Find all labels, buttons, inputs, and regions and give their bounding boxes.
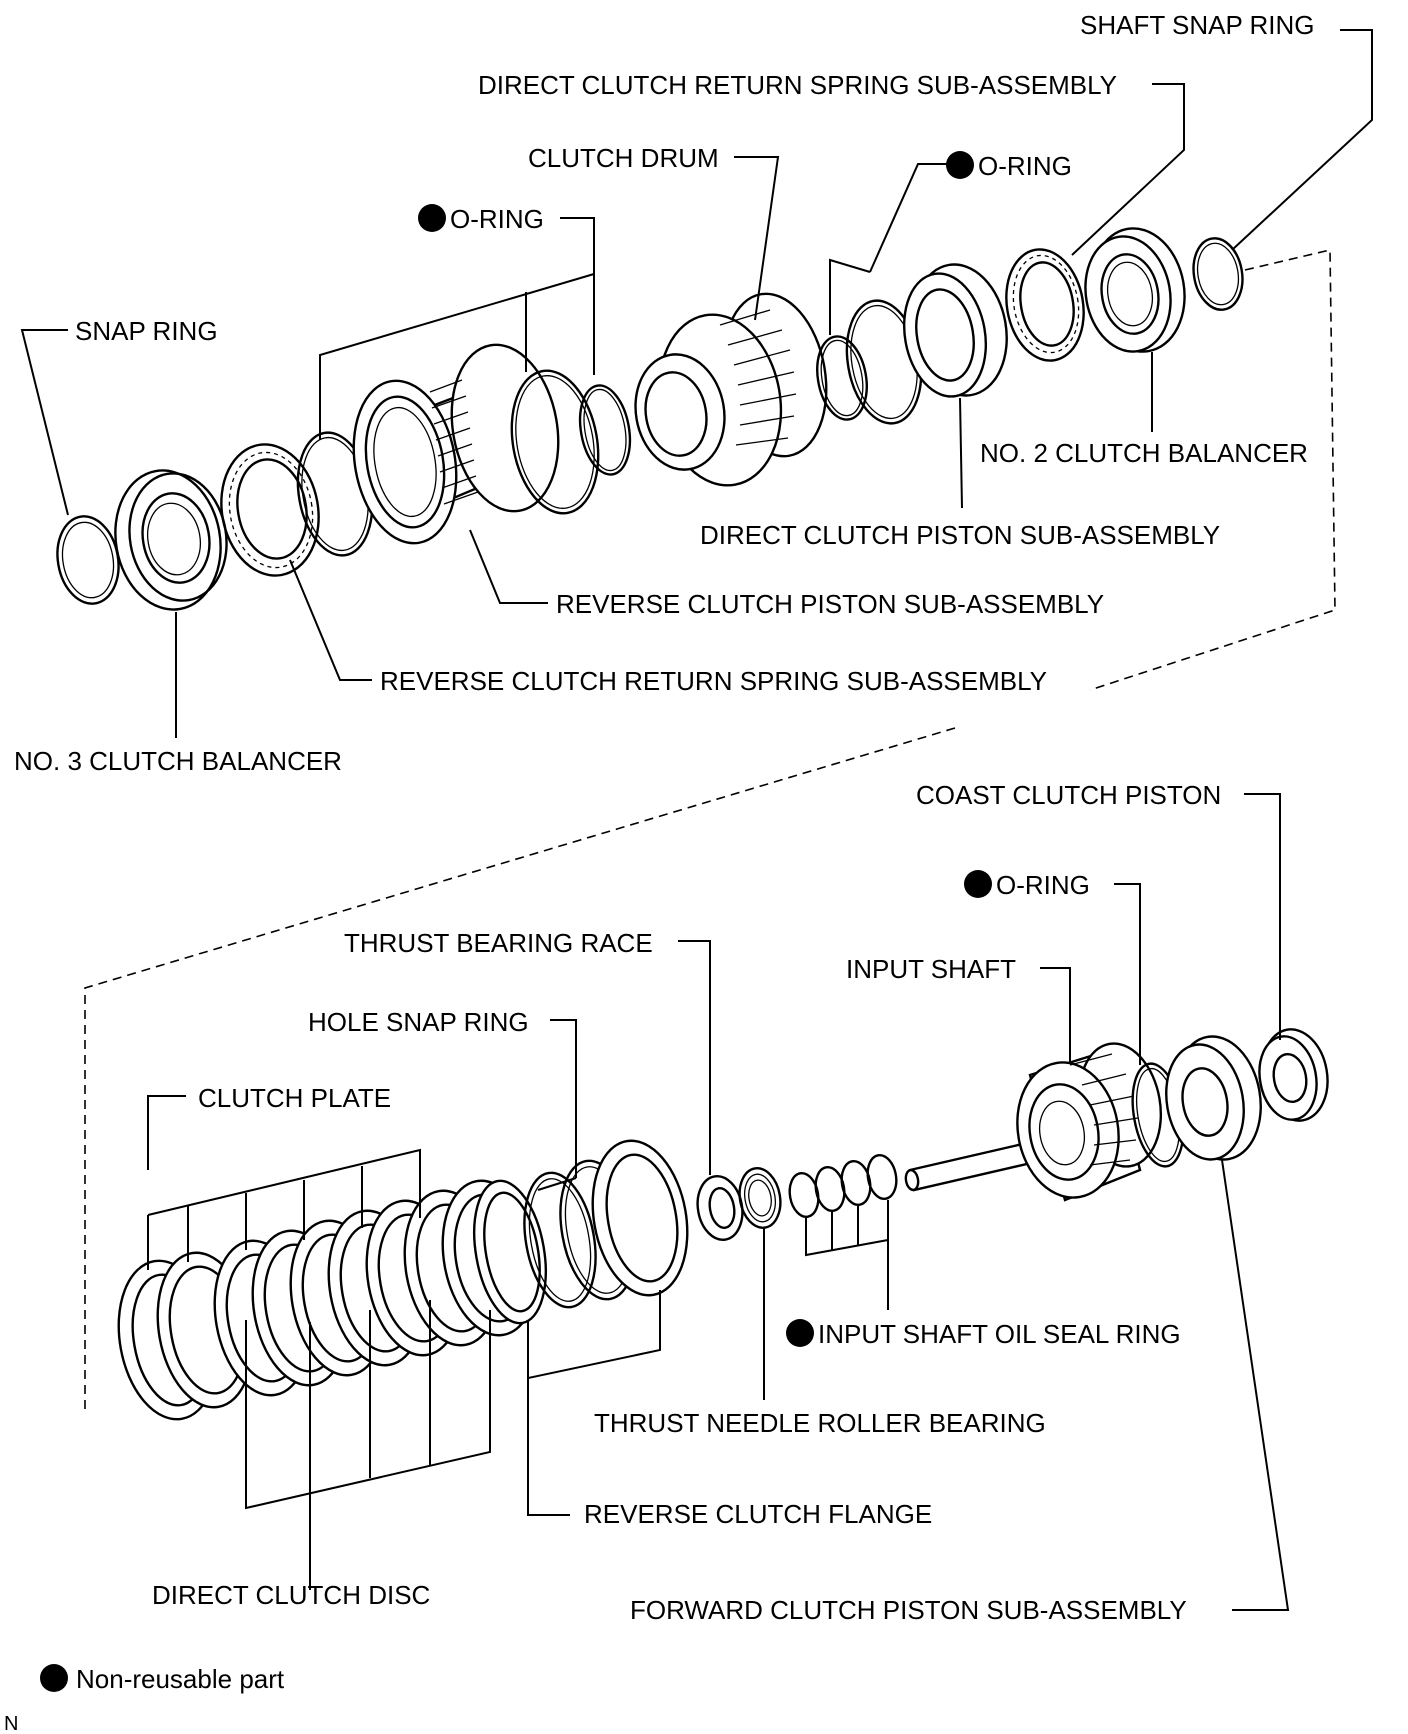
label-direct-clutch-disc: DIRECT CLUTCH DISC	[152, 1580, 430, 1610]
label-reverse-clutch-return-spring: REVERSE CLUTCH RETURN SPRING SUB-ASSEMBL…	[380, 666, 1047, 696]
label-coast-clutch-piston: COAST CLUTCH PISTON	[916, 780, 1221, 810]
non-reusable-mark-icon	[786, 1319, 814, 1347]
forward-clutch-piston-part	[1165, 1035, 1262, 1161]
label-snap-ring: SNAP RING	[75, 316, 218, 346]
non-reusable-mark-icon	[946, 151, 974, 179]
input-shaft-oil-seal-ring-part	[788, 1153, 898, 1219]
label-no2-clutch-balancer: NO. 2 CLUTCH BALANCER	[980, 438, 1308, 468]
non-reusable-legend-icon	[40, 1664, 68, 1692]
label-clutch-plate: CLUTCH PLATE	[198, 1083, 391, 1113]
label-forward-clutch-piston: FORWARD CLUTCH PISTON SUB-ASSEMBLY	[630, 1595, 1187, 1625]
corner-mark: N	[4, 1713, 18, 1734]
clutch-pack-part	[117, 1179, 547, 1421]
non-reusable-mark-icon	[964, 870, 992, 898]
no3-clutch-balancer-part	[114, 469, 228, 611]
reverse-clutch-return-spring-part	[220, 443, 320, 577]
label-o-ring-upper-right: O-RING	[978, 151, 1072, 181]
leader-lines	[20, 29, 1373, 1611]
input-shaft-part	[904, 1042, 1163, 1202]
o-ring-pair-part	[510, 369, 632, 515]
thrust-bearing-race-part	[696, 1175, 744, 1241]
label-thrust-needle-roller-bearing: THRUST NEEDLE ROLLER BEARING	[594, 1408, 1046, 1438]
legend: Non-reusable part N	[4, 1664, 285, 1734]
label-input-shaft: INPUT SHAFT	[846, 954, 1016, 984]
thrust-needle-roller-bearing-part	[738, 1167, 782, 1229]
non-reusable-mark-icon	[418, 204, 446, 232]
direct-clutch-return-spring-part	[1005, 248, 1085, 362]
label-input-shaft-oil-seal-ring: INPUT SHAFT OIL SEAL RING	[818, 1319, 1181, 1349]
label-thrust-bearing-race: THRUST BEARING RACE	[344, 928, 653, 958]
snap-ring-part	[56, 515, 120, 605]
label-hole-snap-ring: HOLE SNAP RING	[308, 1007, 529, 1037]
direct-clutch-piston-part	[902, 263, 1008, 398]
dashed-connector	[84, 248, 1336, 1410]
label-reverse-clutch-piston: REVERSE CLUTCH PISTON SUB-ASSEMBLY	[556, 589, 1104, 619]
reverse-clutch-piston-part	[352, 343, 560, 545]
label-reverse-clutch-flange: REVERSE CLUTCH FLANGE	[584, 1499, 932, 1529]
shaft-snap-ring-part	[1192, 237, 1244, 311]
coast-clutch-piston-part	[1258, 1028, 1329, 1122]
legend-non-reusable-text: Non-reusable part	[76, 1664, 285, 1694]
label-clutch-drum: CLUTCH DRUM	[528, 143, 719, 173]
label-shaft-snap-ring: SHAFT SNAP RING	[1080, 10, 1315, 40]
label-direct-clutch-return-spring: DIRECT CLUTCH RETURN SPRING SUB-ASSEMBLY	[478, 70, 1117, 100]
no2-clutch-balancer-part	[1084, 227, 1186, 353]
labels: SHAFT SNAP RING DIRECT CLUTCH RETURN SPR…	[14, 10, 1315, 1625]
label-o-ring-upper-left: O-RING	[450, 204, 544, 234]
label-no3-clutch-balancer: NO. 3 CLUTCH BALANCER	[14, 746, 342, 776]
label-o-ring-lower: O-RING	[996, 870, 1090, 900]
reverse-clutch-flange-part	[591, 1139, 689, 1297]
clutch-drum-part	[634, 292, 828, 487]
label-direct-clutch-piston: DIRECT CLUTCH PISTON SUB-ASSEMBLY	[700, 520, 1220, 550]
